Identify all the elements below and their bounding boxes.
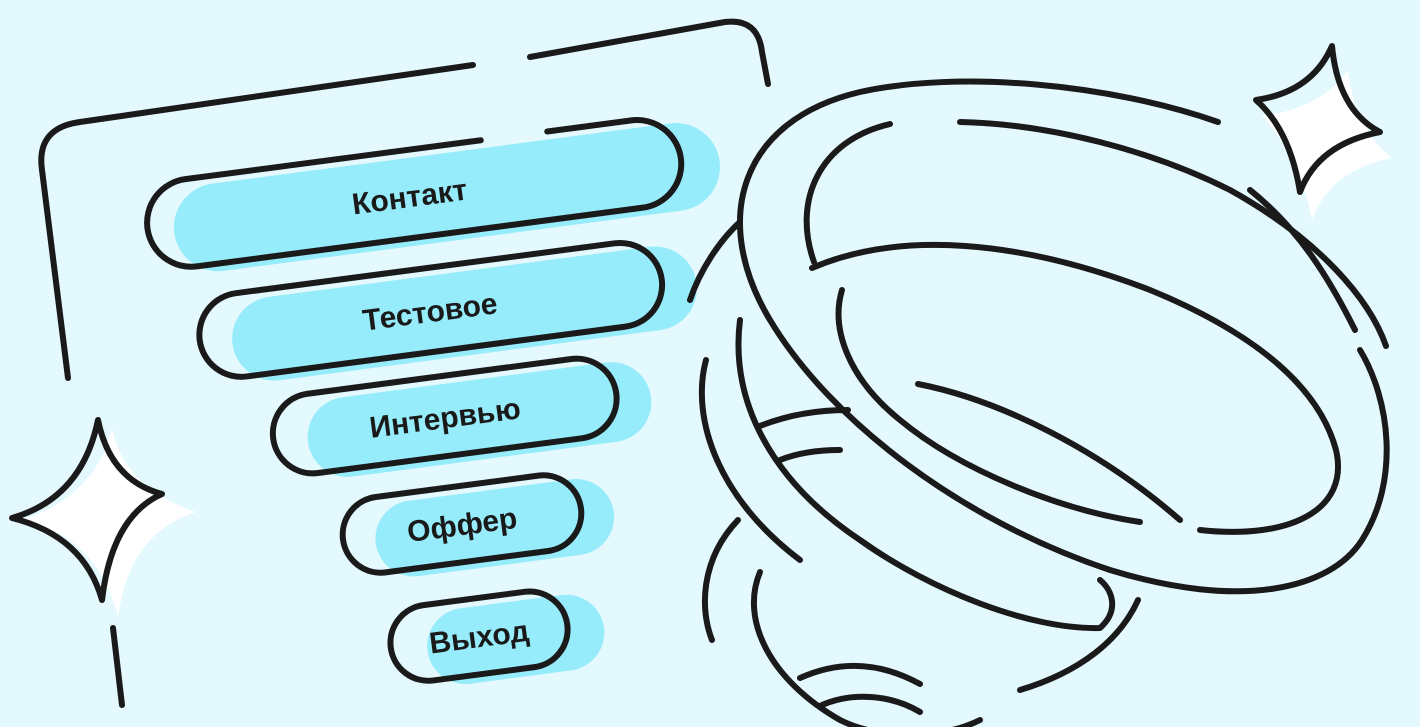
- four-point-star-icon: [12, 420, 196, 618]
- funnel-stage-vykhod: Выход: [386, 582, 609, 693]
- funnel: Контакт Тестовое Интервью Оффер Выход: [142, 110, 726, 694]
- four-point-star-icon: [1256, 46, 1392, 220]
- funnel-stage-offer: Оффер: [338, 466, 619, 585]
- tornado-swirl-icon: [690, 82, 1387, 727]
